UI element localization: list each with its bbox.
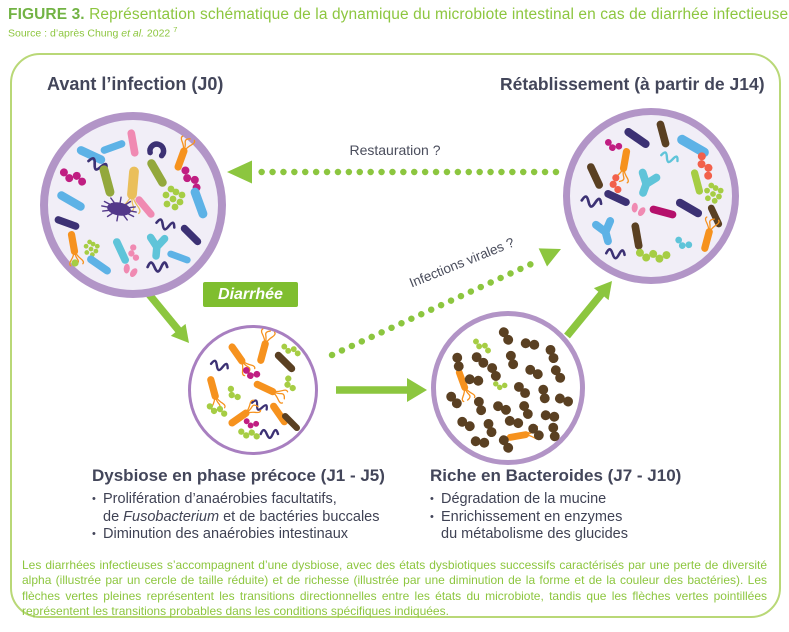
fusobacterium-italic: Fusobacterium xyxy=(123,508,220,525)
state-title-recovery: Rétablissement (à partir de J14) xyxy=(500,74,765,94)
dysbiosis-title: Dysbiose en phase précoce (J1 - J5) xyxy=(92,466,385,485)
restoration-arrow-label: Restauration ? xyxy=(349,142,441,158)
microbiome-circle-before-infection xyxy=(40,112,226,298)
microbiome-circle-recovery xyxy=(563,108,739,284)
state-title-before-infection: Avant l’infection (J0) xyxy=(47,74,224,94)
microbiome-circle-dysbiosis xyxy=(188,325,318,455)
bacteroides-bullet-2: •Enrichissement en enzymes xyxy=(430,508,623,525)
bacteroides-title: Riche en Bacteroides (J7 - J10) xyxy=(430,466,682,485)
dysbiosis-bullet-1-cont: de Fusobacterium et de bactéries buccale… xyxy=(103,508,380,525)
bullet-icon: • xyxy=(92,528,96,540)
bullet-icon: • xyxy=(430,493,434,505)
source-ref-number: 7 xyxy=(173,25,178,34)
bacteria-illustration-dysbiosis xyxy=(206,328,301,440)
figure-title-text: Représentation schématique de la dynamiq… xyxy=(89,6,789,23)
bullet-icon: • xyxy=(430,510,434,523)
diarrhea-badge: Diarrhée xyxy=(203,282,298,307)
figure-caption: Les diarrhées infectieuses s’accompagnen… xyxy=(22,558,767,618)
source-etal: et al. xyxy=(121,27,144,40)
bacteria-illustration-before xyxy=(54,129,208,278)
dysbiosis-description-block: Dysbiose en phase précoce (J1 - J5) •Pro… xyxy=(92,466,432,544)
source-prefix: Source : d’après Chung xyxy=(8,27,122,40)
bacteria-illustration-recovery xyxy=(580,120,724,263)
figure-title-line: FIGURE 3. Représentation schématique de … xyxy=(8,6,788,24)
microbiome-circle-bacteroides xyxy=(431,311,585,465)
bacteroides-bullet-1: •Dégradation de la mucine xyxy=(430,491,607,507)
dysbiosis-bullet-2: •Diminution des anaérobies intestinaux xyxy=(92,526,349,542)
dysbiosis-bullet-1: •Prolifération d’anaérobies facultatifs, xyxy=(92,491,337,507)
figure-source: Source : d’après Chung et al. 2022 7 xyxy=(8,25,177,40)
bullet-icon: • xyxy=(92,493,96,505)
figure-label: FIGURE 3. xyxy=(8,6,85,23)
bacteroides-bullet-2-cont: du métabolisme des glucides xyxy=(441,526,628,542)
source-year: 2022 xyxy=(144,27,174,40)
bacteria-illustration-bacteroides xyxy=(446,327,574,453)
bacteroides-description-block: Riche en Bacteroides (J7 - J10) •Dégrada… xyxy=(430,466,740,544)
